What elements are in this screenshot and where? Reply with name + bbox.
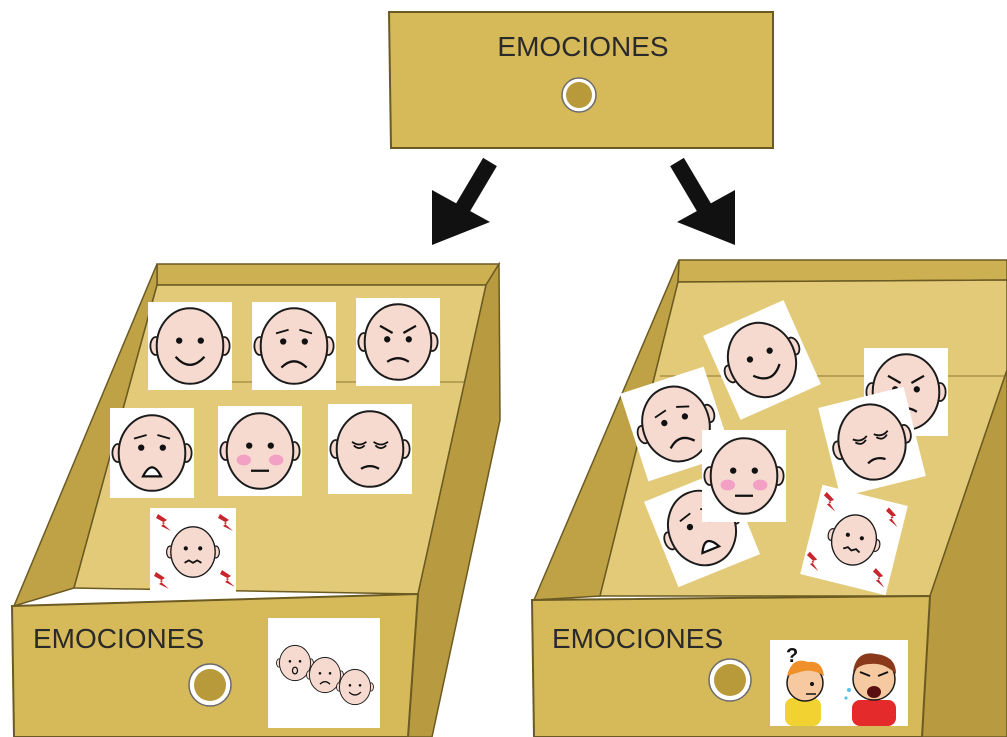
left-box: EMOCIONES xyxy=(10,261,501,737)
face-card-embarrassed xyxy=(702,430,786,522)
confused-person-icon: ? xyxy=(785,645,824,726)
face-card-angry xyxy=(356,298,440,386)
left-box-knob xyxy=(188,663,232,707)
drawer-knob xyxy=(561,77,597,113)
right-box: EMOCIONES ? xyxy=(530,259,1007,737)
face-card-tired xyxy=(818,386,926,498)
drawer-front: EMOCIONES xyxy=(387,11,774,149)
right-box-knob xyxy=(708,658,752,702)
angry-person-icon xyxy=(844,653,896,726)
right-box-label: EMOCIONES xyxy=(552,623,723,654)
svg-text:?: ? xyxy=(786,645,798,667)
face-card-tired xyxy=(328,404,412,494)
arrow-down-right-icon xyxy=(670,157,735,245)
face-card-happy xyxy=(703,300,821,420)
face-card-nervous xyxy=(800,484,908,596)
face-card-embarrassed xyxy=(218,406,302,496)
face-card-nervous xyxy=(150,508,236,596)
left-box-label: EMOCIONES xyxy=(33,623,204,654)
face-card-scared xyxy=(110,408,194,498)
arrow-down-left-icon xyxy=(432,157,497,245)
drawer-label: EMOCIONES xyxy=(497,31,668,62)
face-card-happy xyxy=(148,302,232,390)
face-card-sad xyxy=(252,302,336,390)
confused-and-angry-people-icon: ? xyxy=(770,640,908,726)
three-faces-icon xyxy=(268,618,380,728)
